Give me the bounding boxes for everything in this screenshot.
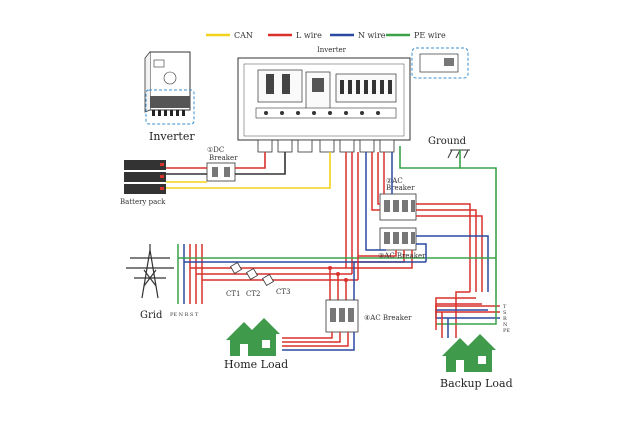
current-transformers bbox=[229, 261, 275, 287]
inverter-left-label: Inverter bbox=[149, 130, 195, 143]
grid-label: Grid bbox=[140, 310, 163, 321]
inverter-panel bbox=[237, 57, 411, 153]
legend-l-wire-label: L wire bbox=[296, 31, 322, 40]
ac-breaker-2-label: Breaker bbox=[386, 184, 415, 192]
home-load-label: Home Load bbox=[224, 358, 288, 371]
dc-breaker-number: ①DC bbox=[207, 146, 224, 154]
ac-breaker-4-label: ④AC Breaker bbox=[364, 314, 412, 322]
ac-breaker-4 bbox=[325, 299, 359, 333]
legend-pe-wire-label: PE wire bbox=[414, 31, 446, 40]
battery-pack-label: Battery pack bbox=[120, 198, 166, 206]
ground-symbol bbox=[447, 149, 470, 159]
ac-breaker-2-number: ②AC bbox=[386, 177, 403, 185]
legend-n-wire-label: N wire bbox=[358, 31, 386, 40]
home-load-house-icon bbox=[226, 318, 280, 356]
ct3-label: CT3 bbox=[276, 288, 290, 296]
pe-ground-wire bbox=[399, 146, 497, 300]
ct2-label: CT2 bbox=[246, 290, 260, 298]
home-load-wires bbox=[282, 332, 355, 351]
backup-feed-wires bbox=[416, 203, 489, 292]
backup-wire-pe: PE bbox=[503, 328, 510, 334]
inverter-small-icon bbox=[144, 51, 195, 125]
backup-bus-wires bbox=[435, 291, 500, 338]
ground-label: Ground bbox=[428, 136, 467, 147]
backup-wire-t: T bbox=[503, 304, 507, 310]
grid-bus-wires bbox=[178, 243, 496, 281]
wifi-module-detail bbox=[411, 47, 469, 79]
ct1-label: CT1 bbox=[226, 290, 240, 298]
dc-breaker bbox=[206, 162, 236, 182]
legend-can-label: CAN bbox=[234, 31, 253, 40]
backup-load-label: Backup Load bbox=[440, 377, 513, 390]
battery-pack-icon bbox=[124, 160, 166, 194]
backup-wire-r: R bbox=[503, 316, 507, 322]
dc-breaker-label: Breaker bbox=[209, 154, 238, 162]
legend: CAN L wire N wire PE wire bbox=[206, 31, 446, 40]
backup-wire-s: S bbox=[503, 310, 507, 316]
grid-tower-icon bbox=[126, 244, 174, 299]
backup-wire-n: N bbox=[503, 322, 508, 328]
battery-wires bbox=[166, 152, 331, 189]
ac-breaker-2 bbox=[379, 193, 417, 221]
backup-load-house-icon bbox=[442, 334, 496, 372]
grid-wires-label: PE N R S T bbox=[170, 312, 199, 318]
backup-wire-labels: T S R N PE bbox=[503, 304, 510, 334]
ac-breaker-backup bbox=[379, 227, 417, 251]
inverter-top-label: Inverter bbox=[317, 46, 347, 54]
ac-breaker-3-label: ③AC Breaker bbox=[378, 252, 426, 260]
home-feed-wires bbox=[328, 262, 355, 300]
